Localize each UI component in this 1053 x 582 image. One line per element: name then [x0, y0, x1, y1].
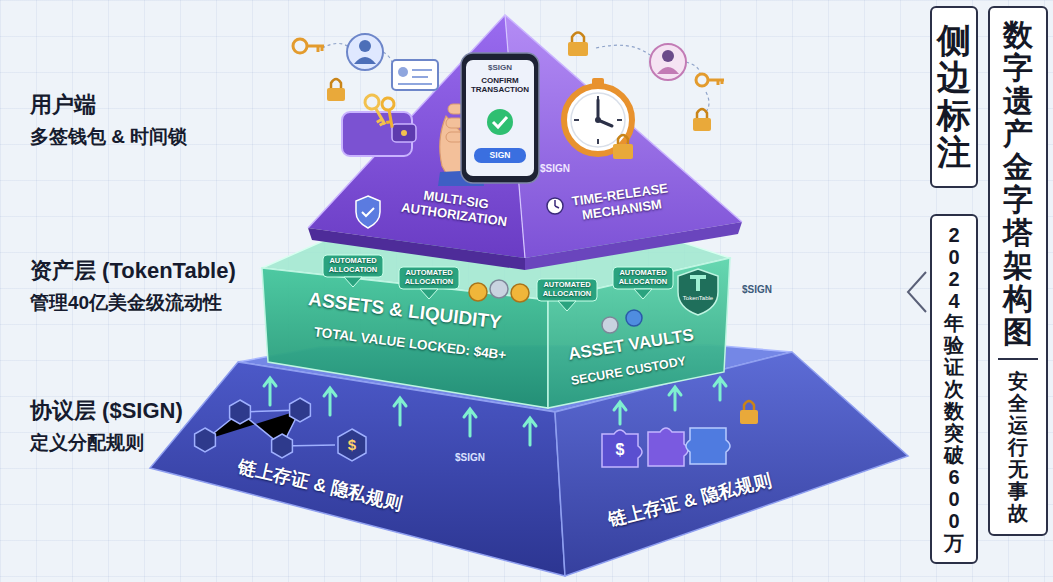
arrow-label: AUTOMATED ALLOCATION — [399, 269, 459, 286]
phone: $SIGN CONFIRM TRANSACTION SIGN — [460, 52, 540, 184]
stat-box: 2024年验证次数突破600万 — [930, 214, 978, 564]
layer-desc: 多签钱包 & 时间锁 — [30, 126, 187, 148]
allocation-arrow: AUTOMATED ALLOCATION — [612, 266, 674, 300]
phone-title: CONFIRM TRANSACTION — [466, 76, 534, 94]
side-note: 侧边标注 — [937, 22, 971, 172]
token-symbol: $ — [602, 440, 638, 459]
allocation-arrow: AUTOMATED ALLOCATION — [398, 266, 460, 300]
arrow-label: AUTOMATED ALLOCATION — [613, 269, 673, 286]
shield-badge-shape — [676, 268, 720, 316]
diagram-title: 数字遗产金字塔架构图 — [1003, 18, 1033, 348]
arrow-label: AUTOMATED ALLOCATION — [537, 281, 597, 298]
badge-label: TokenTable — [680, 295, 716, 302]
base-label: 链上存证 & 隐私规则 — [600, 469, 780, 533]
stat-note: 2024年验证次数突破600万 — [944, 224, 964, 554]
watermark: $SIGN — [742, 284, 772, 296]
token-symbol: $ — [335, 436, 369, 454]
subtitle: 安全运行无事故 — [1008, 370, 1028, 524]
side-note-box: 侧边标注 — [930, 6, 978, 188]
allocation-arrow: AUTOMATED ALLOCATION — [322, 254, 384, 288]
watermark: $SIGN — [455, 452, 485, 464]
puzzle-piece: $ — [600, 428, 640, 468]
pyramid-base-tier: 链上存证 & 隐私规则链上存证 & 隐私规则$$ — [140, 345, 920, 582]
divider-line — [998, 358, 1038, 360]
hex-token: $ — [335, 428, 369, 462]
pyramid-top-tier: MULTI-SIG AUTHORIZATION TIME-RELEASE MECH… — [300, 10, 750, 275]
arrow-label: AUTOMATED ALLOCATION — [323, 257, 383, 274]
shield-badge: TokenTable — [676, 268, 720, 316]
pyramid-middle-tier: ASSETS & LIQUIDITYTOTAL VALUE LOCKED: $4… — [250, 235, 740, 415]
face-label: TIME-RELEASE MECHANISM — [560, 180, 681, 226]
layer-desc: 定义分配规则 — [30, 432, 144, 454]
button-label: SIGN — [474, 149, 526, 162]
face-label: MULTI-SIG AUTHORIZATION — [389, 184, 522, 232]
layer-desc: 管理40亿美金级流动性 — [30, 292, 222, 314]
layer-name: 资产层 (TokenTable) — [30, 258, 236, 283]
phone-brand: $SIGN — [466, 63, 534, 72]
watermark: $SIGN — [540, 163, 570, 175]
allocation-arrow: AUTOMATED ALLOCATION — [536, 278, 598, 312]
base-label: 链上存证 & 隐私规则 — [230, 455, 410, 516]
title-box: 数字遗产金字塔架构图安全运行无事故 — [988, 6, 1048, 536]
layer-name: 用户端 — [30, 92, 96, 117]
layer-name: 协议层 ($SIGN) — [30, 398, 183, 423]
